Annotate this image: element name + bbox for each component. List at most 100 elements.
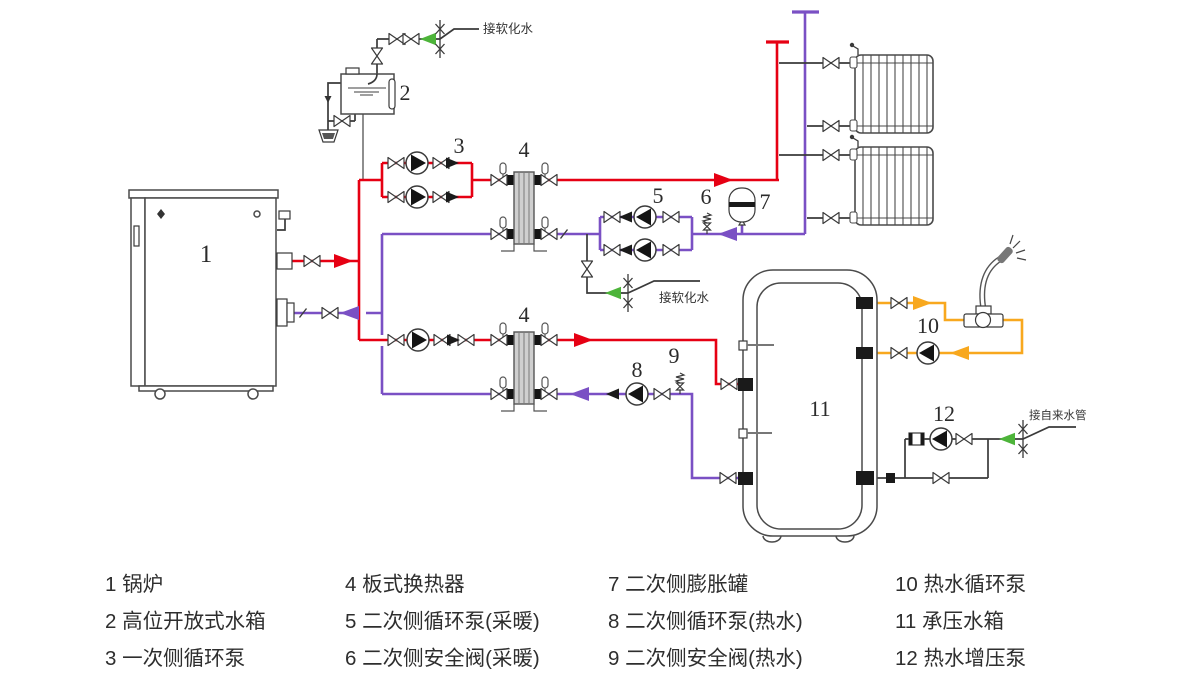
- tank-hw-out-flange: [856, 297, 873, 309]
- valve-icon: [540, 333, 558, 347]
- label-heating-pumps: 5: [653, 183, 664, 208]
- legend-item: 6 二次侧安全阀(采暖): [345, 647, 540, 670]
- tank-vent-cap: [345, 67, 360, 75]
- primary-pump-icon: [405, 185, 429, 209]
- legend: 1 锅炉 2 高位开放式水箱 3 一次侧循环泵 4 板式换热器 5 二次侧循环泵…: [105, 573, 1026, 670]
- valve-icon: [540, 227, 558, 241]
- check-valve-icon: [606, 388, 619, 400]
- valve-icon: [653, 387, 671, 401]
- legend-item: 12 热水增压泵: [895, 647, 1026, 670]
- hw-circulation-pump-icon: [916, 341, 940, 365]
- legend-item: 10 热水循环泵: [895, 573, 1026, 596]
- radiator-2: [848, 134, 934, 226]
- label-booster-pump: 12: [933, 401, 955, 426]
- spray-icon: [1009, 234, 1027, 261]
- label-expansion-tank: 7: [760, 189, 771, 214]
- valve-icon: [387, 190, 405, 204]
- radiator-1: [848, 41, 934, 134]
- label-boiler: 1: [200, 241, 213, 268]
- valve-icon: [321, 306, 339, 320]
- tap-water-label: 接自来水管: [1029, 408, 1087, 422]
- flow-arrow-icon: [340, 306, 359, 320]
- dhw-piping: [872, 301, 1024, 355]
- boiler-return-flange: [276, 298, 288, 327]
- drain-funnel-icon: [322, 133, 335, 139]
- label-open-tank: 2: [400, 80, 411, 105]
- legend-item: 7 二次侧膨胀罐: [608, 573, 748, 596]
- thermometer-icon: [738, 340, 748, 351]
- legend-item: 2 高位开放式水箱: [105, 610, 266, 633]
- label-heating-safety-valve: 6: [701, 184, 712, 209]
- valve-icon: [932, 471, 950, 485]
- valve-icon: [540, 173, 558, 187]
- valve-icon: [402, 32, 420, 46]
- supply-piping: [292, 40, 789, 386]
- label-hx-lower: 4: [519, 302, 530, 327]
- tank-feed-flange: [856, 471, 874, 485]
- component-numbers: 1 2 3 4 4 5 6 7 8 9 10 11 12: [200, 80, 955, 426]
- feed-arrow-icon: [420, 32, 436, 46]
- valve-icon: [490, 227, 508, 241]
- feed-arrow-icon: [999, 432, 1015, 446]
- boiler-vent-fitting: [278, 210, 291, 220]
- valve-icon: [490, 387, 508, 401]
- boiler-return-flange: [286, 302, 295, 323]
- valve-icon: [662, 243, 680, 257]
- open-water-tank: [318, 67, 396, 143]
- tank-leg-icon: [762, 535, 782, 543]
- dhw-pump-icon: [625, 382, 649, 406]
- label-dhw-safety-valve: 9: [669, 343, 680, 368]
- black-piping: [327, 28, 1076, 479]
- tank-outlet-flange: [738, 472, 753, 485]
- shower-head-icon: [997, 246, 1013, 264]
- legend-item: 1 锅炉: [105, 573, 163, 596]
- feed-arrow-icon: [605, 286, 621, 300]
- heating-pump-icon: [633, 205, 657, 229]
- check-valve-icon: [446, 157, 459, 169]
- valve-icon: [387, 156, 405, 170]
- water-level-icon: [348, 87, 386, 96]
- tank-leg-icon: [835, 535, 855, 543]
- valve-icon: [890, 296, 908, 310]
- valve-icon: [890, 346, 908, 360]
- radiator-valve-icon: [822, 148, 840, 162]
- valve-icon: [603, 210, 621, 224]
- boiler-wheel-icon: [247, 388, 259, 400]
- valve-icon: [303, 254, 321, 268]
- legend-item: 4 板式换热器: [345, 573, 465, 596]
- boiler-supply-flange: [276, 252, 293, 270]
- label-hx-upper: 4: [519, 137, 530, 162]
- label-dhw-pump: 8: [632, 357, 643, 382]
- radiator-valve-icon: [822, 119, 840, 133]
- legend-item: 9 二次侧安全阀(热水): [608, 647, 803, 670]
- safety-valve-dhw-icon: [675, 372, 685, 395]
- legend-item: 5 二次侧循环泵(采暖): [345, 610, 540, 633]
- flow-arrow-icon: [570, 387, 589, 401]
- valve-icon: [719, 471, 737, 485]
- tank-hw-return-flange: [856, 347, 873, 359]
- legend-item: 3 一次侧循环泵: [105, 647, 245, 670]
- expansion-tank: [728, 187, 756, 226]
- heating-pump-icon: [633, 238, 657, 262]
- check-valve-icon: [446, 191, 459, 203]
- flow-arrow-icon: [714, 173, 733, 187]
- legend-item: 8 二次侧循环泵(热水): [608, 610, 803, 633]
- label-pressure-tank: 11: [809, 396, 830, 421]
- flow-arrow-icon: [950, 346, 969, 360]
- valve-icon: [720, 377, 738, 391]
- label-hw-circulation-pump: 10: [917, 313, 939, 338]
- boiler-knob-icon: [253, 210, 261, 218]
- tank-inlet-flange: [738, 378, 753, 391]
- boiler: [128, 189, 295, 400]
- valve-icon: [490, 333, 508, 347]
- valve-icon: [387, 333, 405, 347]
- valve-icon: [580, 260, 594, 278]
- safety-valve-heating-icon: [702, 212, 712, 235]
- radiator-valve-icon: [822, 56, 840, 70]
- primary-pump-icon: [406, 328, 430, 352]
- check-valve-icon: [619, 244, 632, 256]
- overflow-arrow-icon: [324, 96, 332, 103]
- flow-arrow-icon: [334, 254, 353, 268]
